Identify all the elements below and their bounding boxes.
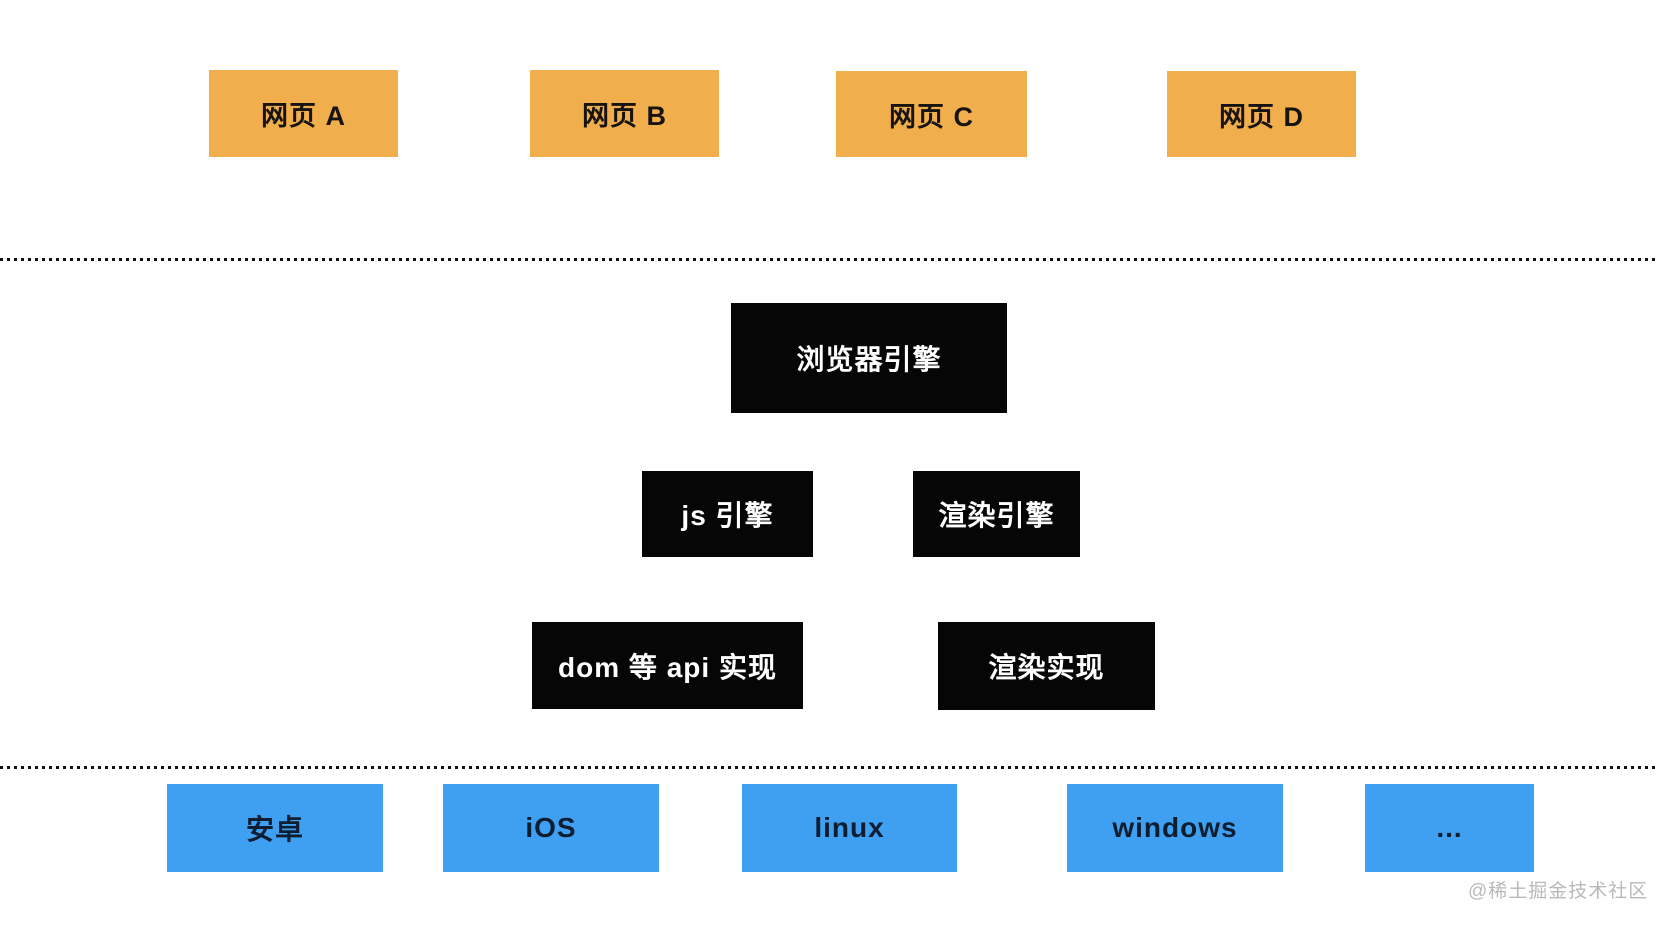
platform-box-android: 安卓 — [167, 784, 383, 872]
webpage-box-c: 网页 C — [836, 71, 1027, 157]
platform-box-windows: windows — [1067, 784, 1283, 872]
dom-api-impl-box: dom 等 api 实现 — [532, 622, 803, 709]
watermark-text: @稀土掘金技术社区 — [1468, 881, 1649, 902]
js-engine-box: js 引擎 — [642, 471, 813, 557]
separator-line-top — [0, 258, 1656, 261]
render-engine-box: 渲染引擎 — [913, 471, 1080, 557]
platform-box-more: ... — [1365, 784, 1534, 872]
webpage-box-d: 网页 D — [1167, 71, 1356, 157]
platform-box-linux: linux — [742, 784, 957, 872]
webpage-box-a: 网页 A — [209, 70, 398, 157]
platform-box-ios: iOS — [443, 784, 659, 872]
render-impl-box: 渲染实现 — [938, 622, 1155, 710]
separator-line-bottom — [0, 766, 1656, 769]
webpage-box-b: 网页 B — [530, 70, 719, 157]
browser-engine-box: 浏览器引擎 — [731, 303, 1007, 413]
